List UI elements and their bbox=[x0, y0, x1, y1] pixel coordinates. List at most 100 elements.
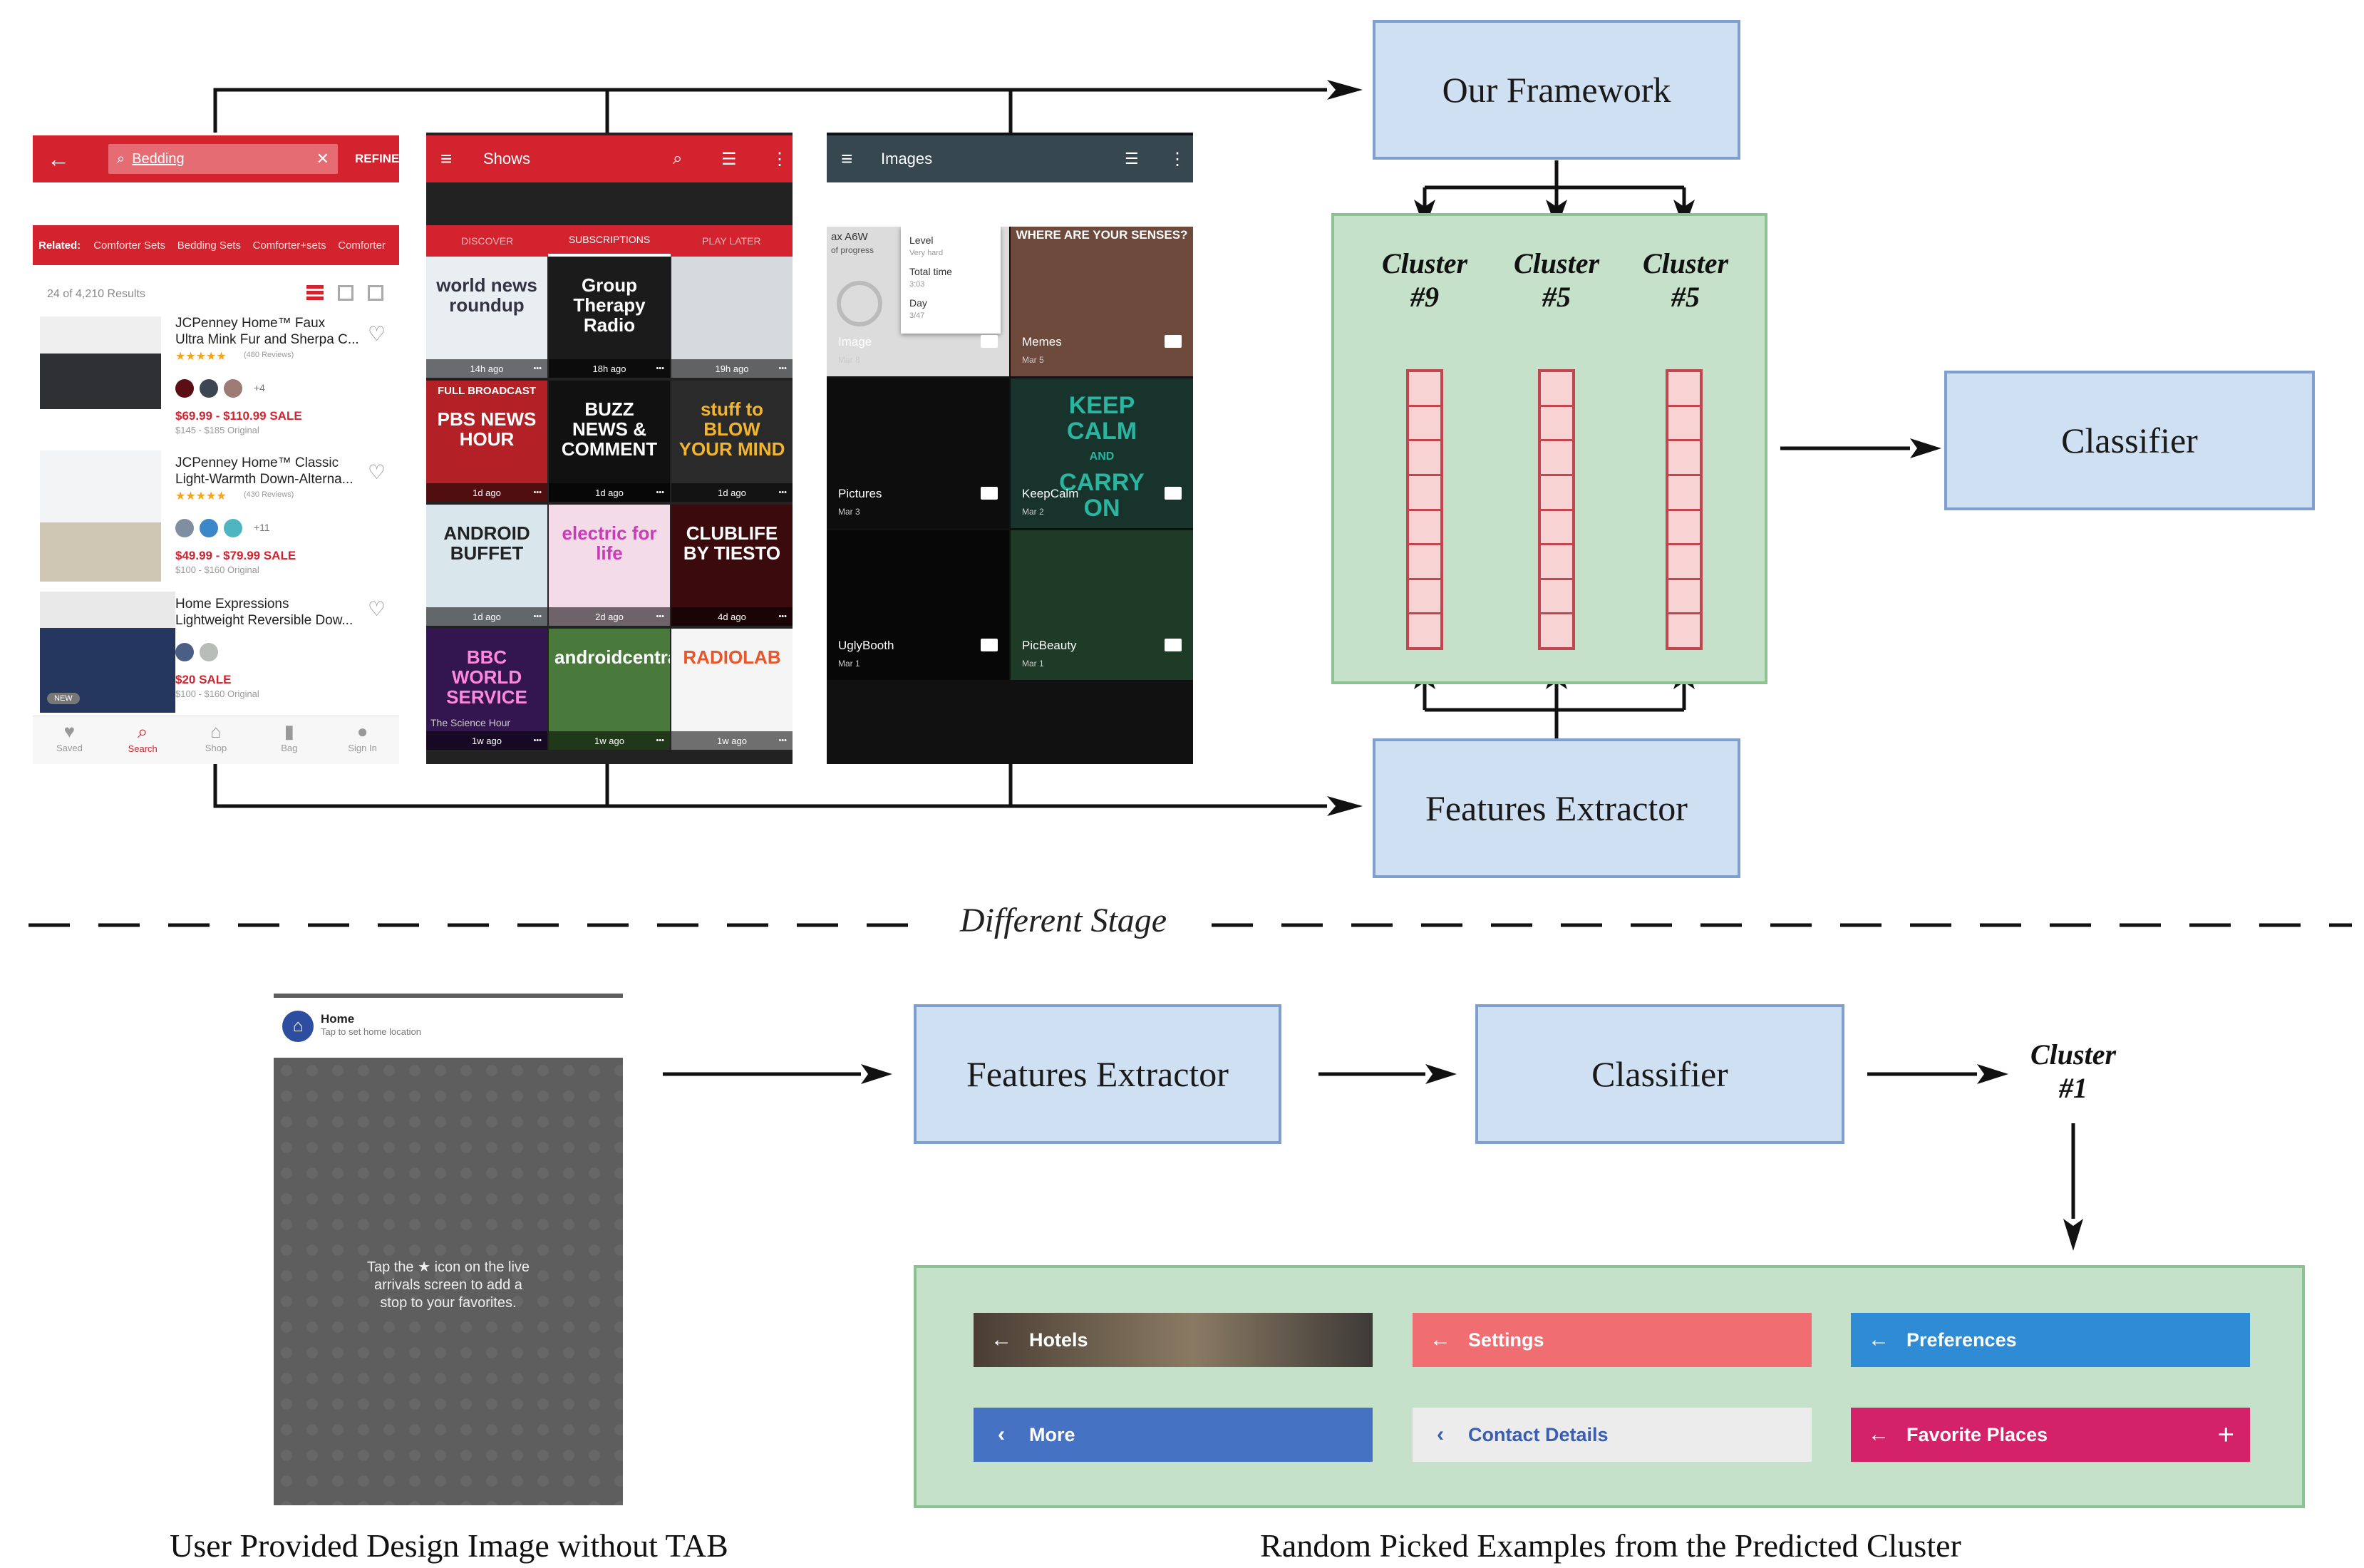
example-toolbar[interactable]: ←Hotels bbox=[974, 1313, 1373, 1367]
overflow-menu-icon[interactable]: ⋮ bbox=[771, 149, 788, 169]
back-arrow-icon[interactable]: ← bbox=[991, 1328, 1012, 1351]
podcast-tile[interactable]: 19h ago ••• bbox=[671, 257, 793, 378]
product-image-comforter-dark[interactable] bbox=[40, 316, 161, 409]
folder-icon bbox=[981, 639, 998, 651]
example-toolbar[interactable]: ←Favorite Places+ bbox=[1851, 1408, 2250, 1462]
poster-word: CARRY bbox=[1059, 469, 1145, 496]
dialog-line: Level bbox=[909, 234, 934, 246]
add-icon[interactable]: + bbox=[2217, 1418, 2234, 1450]
feature-vector-2 bbox=[1538, 369, 1575, 650]
shows-toolbar: ≡ Shows ⌕ ☰ ⋮ bbox=[426, 135, 793, 182]
overflow-dots-icon[interactable]: ••• bbox=[533, 488, 542, 497]
related-items[interactable]: Comforter Sets Bedding Sets Comforter+se… bbox=[93, 239, 386, 252]
overflow-menu-icon[interactable]: ⋮ bbox=[1169, 149, 1186, 169]
overflow-dots-icon[interactable]: ••• bbox=[656, 612, 664, 621]
chevron-left-icon[interactable]: ‹ bbox=[1437, 1423, 1444, 1446]
favorite-heart-icon[interactable]: ♡ bbox=[368, 323, 386, 345]
back-arrow-icon[interactable]: ← bbox=[1868, 1423, 1889, 1446]
color-swatches[interactable] bbox=[175, 519, 242, 537]
example-toolbar[interactable]: ‹Contact Details bbox=[1413, 1408, 1812, 1462]
overflow-dots-icon[interactable]: ••• bbox=[778, 612, 787, 621]
clear-icon[interactable]: ✕ bbox=[316, 150, 329, 167]
tab-discover[interactable]: DISCOVER bbox=[461, 235, 514, 247]
chevron-left-icon[interactable]: ‹ bbox=[998, 1423, 1005, 1446]
tile-subtitle: The Science Hour bbox=[430, 717, 511, 728]
podcast-tile[interactable]: androidcentral1w ago••• bbox=[549, 629, 670, 750]
overflow-dots-icon[interactable]: ••• bbox=[656, 488, 664, 497]
tab-subscriptions[interactable]: SUBSCRIPTIONS bbox=[548, 225, 671, 257]
feature-vector-1 bbox=[1406, 369, 1443, 650]
search-icon[interactable]: ⌕ bbox=[673, 149, 683, 168]
favorite-heart-icon[interactable]: ♡ bbox=[368, 461, 386, 483]
nav-shop[interactable]: ⌂Shop bbox=[180, 716, 253, 764]
color-swatches[interactable] bbox=[175, 379, 242, 398]
search-field[interactable]: ⌕ Bedding ✕ bbox=[108, 144, 338, 174]
tile-title: androidcentral bbox=[554, 646, 670, 668]
list-view-icon[interactable] bbox=[306, 285, 324, 301]
refine-button[interactable]: REFINE bbox=[355, 152, 399, 165]
product-name[interactable]: JCPenney Home™ Classic Light-Warmth Down… bbox=[175, 455, 353, 487]
back-arrow-icon[interactable]: ← bbox=[1430, 1328, 1451, 1351]
tile-time: 19h ago bbox=[715, 363, 749, 374]
example-toolbar[interactable]: ←Settings bbox=[1413, 1313, 1812, 1367]
product-name[interactable]: JCPenney Home™ Faux Ultra Mink Fur and S… bbox=[175, 316, 359, 347]
product-image-comforter-navy[interactable] bbox=[40, 592, 175, 713]
nav-saved[interactable]: ♥Saved bbox=[33, 716, 106, 764]
tab-play-later[interactable]: PLAY LATER bbox=[702, 235, 761, 247]
tile-time: 18h ago bbox=[592, 363, 626, 374]
product-name[interactable]: Home Expressions Lightweight Reversible … bbox=[175, 597, 353, 628]
nav-search[interactable]: ⌕Search bbox=[106, 716, 180, 764]
more-swatches: +11 bbox=[254, 522, 270, 533]
overflow-dots-icon[interactable]: ••• bbox=[778, 736, 787, 745]
overflow-dots-icon[interactable]: ••• bbox=[778, 488, 787, 497]
overflow-dots-icon[interactable]: ••• bbox=[533, 736, 542, 745]
product-price: $69.99 - $110.99 SALE bbox=[175, 409, 302, 423]
product-rating-stars: ★★★★★ bbox=[175, 490, 227, 502]
menu-icon[interactable]: ≡ bbox=[440, 148, 453, 170]
example-toolbar[interactable]: ‹More bbox=[974, 1408, 1373, 1462]
overflow-dots-icon[interactable]: ••• bbox=[533, 364, 542, 373]
grid-view-icon[interactable] bbox=[338, 285, 353, 301]
back-arrow-icon[interactable]: ← bbox=[1868, 1328, 1889, 1351]
related-label: Related: bbox=[38, 239, 81, 252]
progress-ring bbox=[837, 281, 882, 326]
nav-sign-in[interactable]: ●Sign In bbox=[326, 716, 399, 764]
back-arrow-icon[interactable]: ← bbox=[47, 145, 70, 172]
example-toolbar[interactable]: ←Preferences bbox=[1851, 1313, 2250, 1367]
gap-strip bbox=[827, 182, 1193, 227]
overflow-dots-icon[interactable]: ••• bbox=[533, 612, 542, 621]
single-view-icon[interactable] bbox=[368, 285, 383, 301]
sort-icon[interactable]: ☰ bbox=[721, 149, 737, 169]
home-location-icon[interactable]: ⌂ bbox=[282, 1011, 314, 1042]
right-caption: Random Picked Examples from the Predicte… bbox=[1260, 1527, 1961, 1564]
features-extractor-box: Features Extractor bbox=[1373, 738, 1740, 878]
favorite-heart-icon[interactable]: ♡ bbox=[368, 598, 386, 620]
tile-time: 1d ago bbox=[473, 487, 501, 498]
nav-bag[interactable]: ▮Bag bbox=[252, 716, 326, 764]
product-image-comforter-light[interactable] bbox=[40, 450, 161, 582]
overflow-dots-icon[interactable]: ••• bbox=[656, 364, 664, 373]
tile-time: 1d ago bbox=[595, 487, 624, 498]
overflow-dots-icon[interactable]: ••• bbox=[656, 736, 664, 745]
sort-icon[interactable]: ☰ bbox=[1125, 150, 1139, 167]
overflow-dots-icon[interactable]: ••• bbox=[778, 364, 787, 373]
menu-icon[interactable]: ≡ bbox=[841, 148, 853, 170]
color-swatches[interactable] bbox=[175, 643, 218, 661]
tile-footer: 1w ago••• bbox=[671, 731, 793, 750]
